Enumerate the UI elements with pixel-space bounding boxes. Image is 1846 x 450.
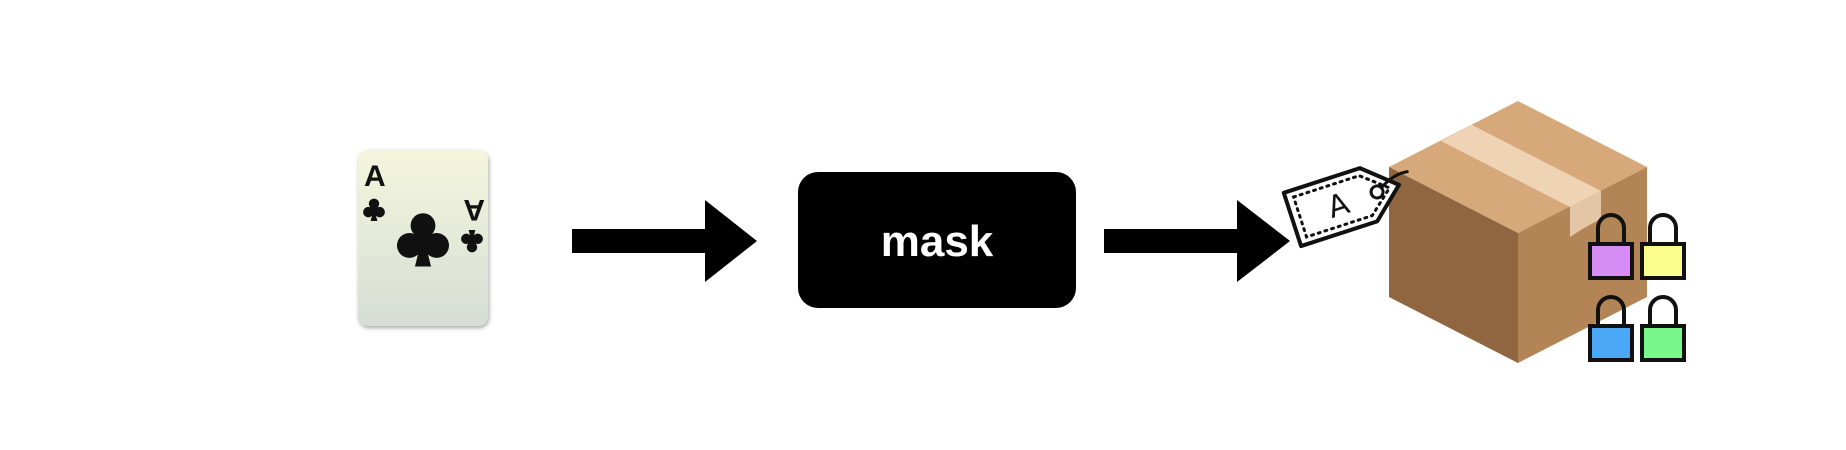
arrow-right-icon-1 bbox=[572, 200, 757, 282]
price-tag-icon: A bbox=[1281, 166, 1409, 249]
cardboard-box-icon bbox=[1389, 101, 1647, 363]
mask-block-background bbox=[798, 172, 1076, 308]
mask-label: mask bbox=[881, 217, 994, 266]
lock-icon-yellow bbox=[1640, 213, 1686, 280]
lock-icon-purple bbox=[1588, 213, 1634, 280]
lock-icon-blue bbox=[1588, 295, 1634, 362]
card-rank-top: A bbox=[364, 160, 386, 193]
arrow-right-icon-2 bbox=[1104, 200, 1290, 282]
padlock-group bbox=[1588, 213, 1686, 362]
mask-block: mask bbox=[798, 172, 1076, 308]
card-rank-bottom: A bbox=[463, 193, 485, 226]
playing-card: A A bbox=[358, 150, 488, 326]
lock-icon-green bbox=[1640, 295, 1686, 362]
